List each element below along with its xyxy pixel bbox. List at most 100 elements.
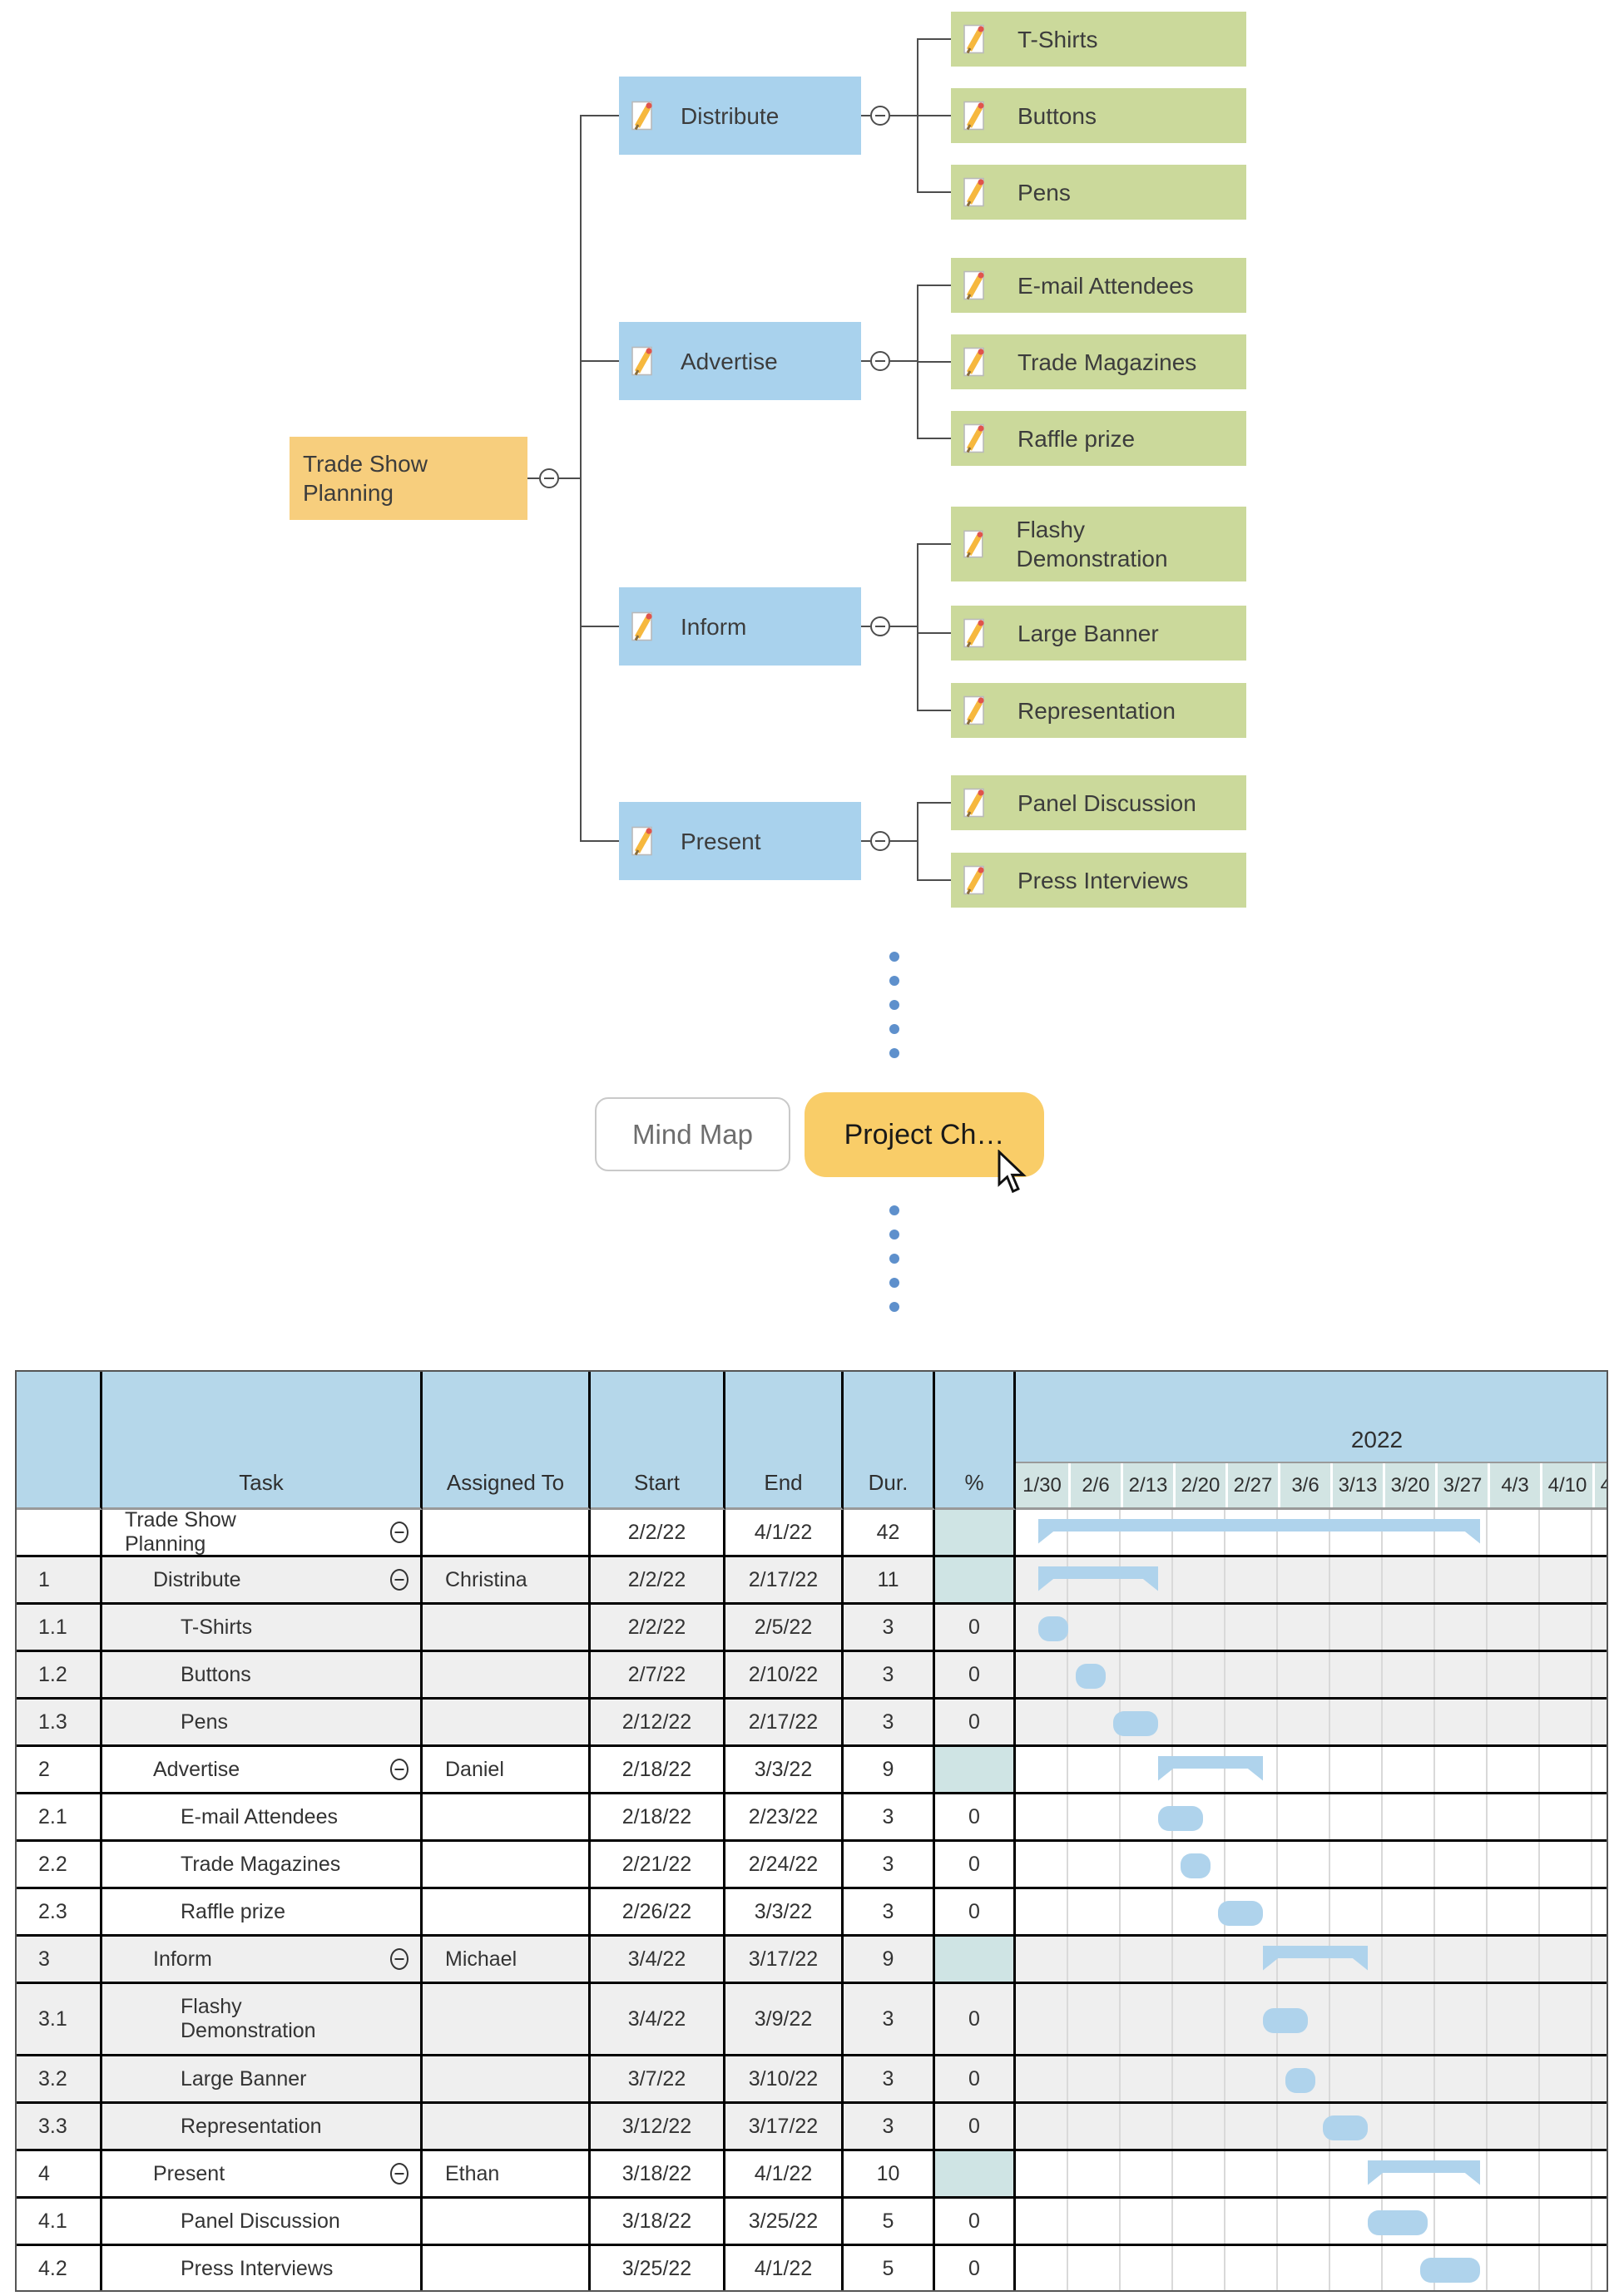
assigned-to-cell[interactable] xyxy=(423,2199,591,2244)
start-date-cell[interactable]: 2/2/22 xyxy=(591,1557,725,1602)
dur-date-cell[interactable]: 3 xyxy=(844,2104,935,2149)
assigned-to-cell[interactable] xyxy=(423,1984,591,2054)
gantt-summary-bar[interactable] xyxy=(1368,2160,1480,2185)
end-date-cell[interactable]: 2/24/22 xyxy=(725,1842,844,1887)
branch-node-present[interactable]: Present xyxy=(619,802,861,880)
task-cell[interactable]: Advertise xyxy=(102,1747,423,1792)
dur-date-cell[interactable]: 5 xyxy=(844,2246,935,2290)
gantt-task-bar[interactable] xyxy=(1323,2115,1368,2140)
task-cell[interactable]: Large Banner xyxy=(102,2056,423,2101)
branch-collapse-button[interactable] xyxy=(870,351,890,371)
percent-cell[interactable]: 0 xyxy=(935,1842,1016,1887)
assigned-to-cell[interactable]: Ethan xyxy=(423,2151,591,2196)
start-date-cell[interactable]: 2/2/22 xyxy=(591,1510,725,1555)
end-date-cell[interactable]: 3/25/22 xyxy=(725,2199,844,2244)
end-date-cell[interactable]: 3/17/22 xyxy=(725,2104,844,2149)
gantt-task-bar[interactable] xyxy=(1368,2209,1428,2235)
percent-cell[interactable]: 0 xyxy=(935,1652,1016,1697)
leaf-node[interactable]: Flashy Demonstration xyxy=(951,507,1246,581)
gantt-task-bar[interactable] xyxy=(1420,2257,1480,2283)
leaf-node[interactable]: Panel Discussion xyxy=(951,775,1246,830)
dur-date-cell[interactable]: 3 xyxy=(844,1605,935,1650)
start-date-cell[interactable]: 3/25/22 xyxy=(591,2246,725,2290)
gantt-task-bar[interactable] xyxy=(1076,1663,1106,1689)
assigned-to-cell[interactable] xyxy=(423,1510,591,1555)
leaf-node[interactable]: Trade Magazines xyxy=(951,334,1246,389)
task-cell[interactable]: Inform xyxy=(102,1937,423,1982)
task-cell[interactable]: Panel Discussion xyxy=(102,2199,423,2244)
gantt-task-bar[interactable] xyxy=(1263,2007,1308,2033)
start-date-cell[interactable]: 2/12/22 xyxy=(591,1700,725,1744)
assigned-to-cell[interactable] xyxy=(423,2246,591,2290)
task-cell[interactable]: Press Interviews xyxy=(102,2246,423,2290)
end-date-cell[interactable]: 3/3/22 xyxy=(725,1889,844,1934)
task-cell[interactable]: T-Shirts xyxy=(102,1605,423,1650)
leaf-node[interactable]: Representation xyxy=(951,683,1246,738)
gantt-task-bar[interactable] xyxy=(1158,1805,1203,1831)
percent-cell[interactable] xyxy=(935,1557,1016,1602)
collapse-row-button[interactable] xyxy=(390,1522,408,1543)
task-cell[interactable]: E-mail Attendees xyxy=(102,1794,423,1839)
percent-cell[interactable] xyxy=(935,1510,1016,1555)
percent-cell[interactable]: 0 xyxy=(935,1794,1016,1839)
gantt-task-bar[interactable] xyxy=(1218,1900,1263,1926)
dur-date-cell[interactable]: 10 xyxy=(844,2151,935,2196)
task-cell[interactable]: Trade Magazines xyxy=(102,1842,423,1887)
dur-date-cell[interactable]: 3 xyxy=(844,1889,935,1934)
project-chart-view-button[interactable]: Project Ch… xyxy=(805,1092,1044,1177)
start-date-cell[interactable]: 2/2/22 xyxy=(591,1605,725,1650)
gantt-summary-bar[interactable] xyxy=(1038,1566,1158,1591)
end-date-cell[interactable]: 3/3/22 xyxy=(725,1747,844,1792)
start-date-cell[interactable]: 2/7/22 xyxy=(591,1652,725,1697)
end-date-cell[interactable]: 4/1/22 xyxy=(725,2246,844,2290)
assigned-to-cell[interactable]: Christina xyxy=(423,1557,591,1602)
start-date-cell[interactable]: 2/26/22 xyxy=(591,1889,725,1934)
start-date-cell[interactable]: 3/7/22 xyxy=(591,2056,725,2101)
start-date-cell[interactable]: 2/21/22 xyxy=(591,1842,725,1887)
assigned-to-cell[interactable]: Michael xyxy=(423,1937,591,1982)
dur-date-cell[interactable]: 9 xyxy=(844,1747,935,1792)
percent-cell[interactable] xyxy=(935,1747,1016,1792)
task-cell[interactable]: Buttons xyxy=(102,1652,423,1697)
start-date-cell[interactable]: 2/18/22 xyxy=(591,1794,725,1839)
collapse-row-button[interactable] xyxy=(390,1569,408,1591)
end-date-cell[interactable]: 2/17/22 xyxy=(725,1700,844,1744)
dur-date-cell[interactable]: 3 xyxy=(844,1652,935,1697)
assigned-to-cell[interactable] xyxy=(423,2104,591,2149)
task-cell[interactable]: Present xyxy=(102,2151,423,2196)
assigned-to-cell[interactable] xyxy=(423,1889,591,1934)
mind-map-view-button[interactable]: Mind Map xyxy=(595,1097,790,1171)
branch-node-advertise[interactable]: Advertise xyxy=(619,322,861,400)
percent-cell[interactable] xyxy=(935,1937,1016,1982)
start-date-cell[interactable]: 3/12/22 xyxy=(591,2104,725,2149)
dur-date-cell[interactable]: 5 xyxy=(844,2199,935,2244)
end-date-cell[interactable]: 2/23/22 xyxy=(725,1794,844,1839)
end-date-cell[interactable]: 3/9/22 xyxy=(725,1984,844,2054)
dur-date-cell[interactable]: 3 xyxy=(844,1794,935,1839)
gantt-summary-bar[interactable] xyxy=(1038,1518,1480,1544)
assigned-to-cell[interactable] xyxy=(423,2056,591,2101)
task-cell[interactable]: Distribute xyxy=(102,1557,423,1602)
branch-node-distribute[interactable]: Distribute xyxy=(619,77,861,155)
branch-collapse-button[interactable] xyxy=(870,831,890,851)
gantt-task-bar[interactable] xyxy=(1038,1616,1068,1641)
end-date-cell[interactable]: 2/5/22 xyxy=(725,1605,844,1650)
collapse-row-button[interactable] xyxy=(390,2163,408,2185)
assigned-to-cell[interactable] xyxy=(423,1794,591,1839)
root-collapse-button[interactable] xyxy=(539,468,559,488)
assigned-to-cell[interactable] xyxy=(423,1842,591,1887)
assigned-to-cell[interactable] xyxy=(423,1700,591,1744)
start-date-cell[interactable]: 3/18/22 xyxy=(591,2151,725,2196)
branch-node-inform[interactable]: Inform xyxy=(619,587,861,666)
percent-cell[interactable]: 0 xyxy=(935,1889,1016,1934)
task-cell[interactable]: Pens xyxy=(102,1700,423,1744)
assigned-to-cell[interactable] xyxy=(423,1605,591,1650)
gantt-task-bar[interactable] xyxy=(1285,2067,1315,2093)
leaf-node[interactable]: Raffle prize xyxy=(951,411,1246,466)
leaf-node[interactable]: Buttons xyxy=(951,88,1246,143)
mind-map-root-node[interactable]: Trade Show Planning xyxy=(290,437,527,520)
percent-cell[interactable]: 0 xyxy=(935,2199,1016,2244)
task-cell[interactable]: Raffle prize xyxy=(102,1889,423,1934)
start-date-cell[interactable]: 3/18/22 xyxy=(591,2199,725,2244)
collapse-row-button[interactable] xyxy=(390,1948,408,1970)
